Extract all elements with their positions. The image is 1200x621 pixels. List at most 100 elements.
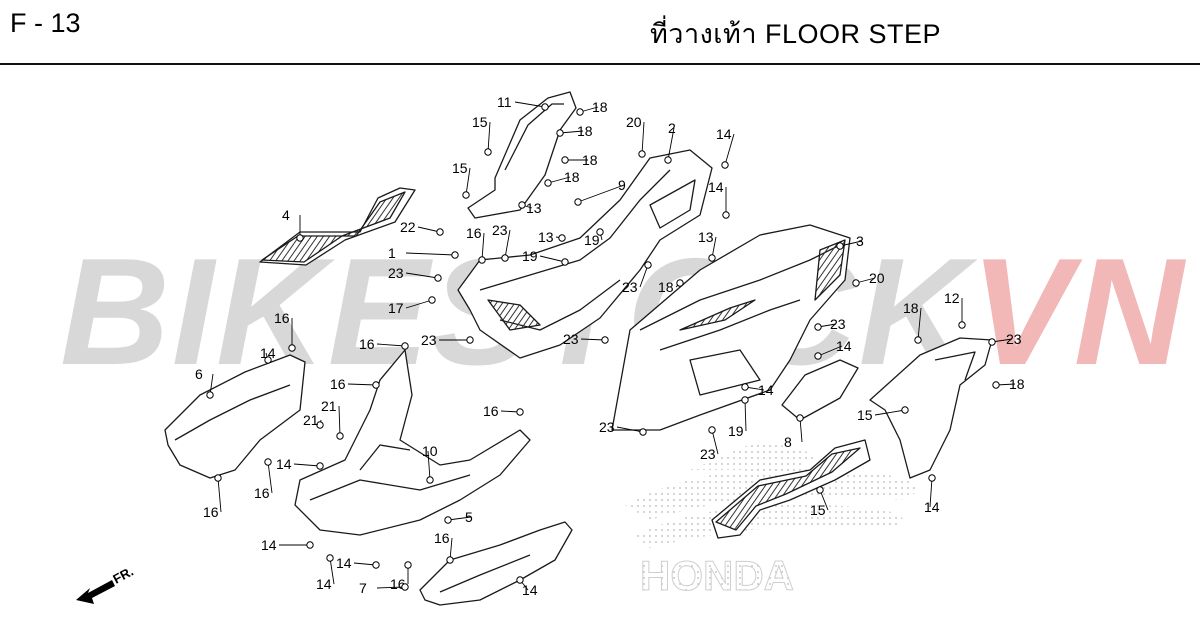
callout-21: 21: [321, 398, 344, 440]
fastener-icon: [638, 150, 646, 158]
fastener-icon: [288, 344, 296, 352]
part-2-center-frame: [457, 149, 713, 359]
fastener-icon: [814, 323, 822, 331]
part-4-floor-mat-left: [259, 187, 416, 266]
callout-12: 12: [944, 290, 966, 329]
callout-16: 16: [274, 310, 296, 352]
callout-18: 18: [544, 169, 580, 187]
callout-leader-line: [347, 383, 377, 386]
callout-number: 22: [400, 219, 416, 235]
fastener-icon: [816, 486, 824, 494]
page-title: ที่วางเท้า FLOOR STEP: [650, 19, 942, 49]
callout-leader-line: [427, 450, 431, 481]
callout-number: 19: [728, 423, 744, 439]
callout-leader-line: [417, 226, 441, 233]
callout-7: 7: [359, 580, 409, 596]
callout-23: 23: [814, 316, 846, 332]
callout-17: 17: [388, 296, 436, 316]
callout-21: 21: [303, 412, 324, 429]
callout-leader-line: [405, 252, 456, 256]
callout-23: 23: [700, 426, 719, 462]
callout-number: 16: [203, 504, 219, 520]
fastener-icon: [501, 254, 509, 262]
callout-18: 18: [576, 99, 608, 116]
part-12-rear-cover: [869, 337, 993, 479]
fastener-icon: [544, 179, 552, 187]
callout-number: 14: [261, 537, 277, 553]
callout-number: 18: [564, 169, 580, 185]
callout-leader-line: [267, 461, 273, 494]
part-7-lower-cover-right: [419, 521, 573, 606]
fastener-icon: [516, 408, 524, 416]
fastener-icon: [561, 156, 569, 164]
callout-14: 14: [924, 474, 940, 515]
part-11-side-cover: [467, 91, 577, 219]
fastener-icon: [741, 383, 749, 391]
callout-number: 23: [1006, 331, 1022, 347]
callout-16: 16: [359, 336, 409, 352]
fastener-icon: [401, 342, 409, 350]
fastener-icon: [708, 426, 716, 434]
callout-number: 9: [618, 177, 626, 193]
callout-number: 20: [626, 114, 642, 130]
callout-number: 3: [856, 233, 864, 249]
callout-11: 11: [497, 94, 549, 111]
callout-leader-line: [376, 586, 406, 589]
callout-leader-line: [329, 557, 335, 585]
fastener-icon: [928, 474, 936, 482]
callout-number: 15: [472, 114, 488, 130]
callout-14: 14: [260, 345, 276, 364]
fastener-icon: [639, 428, 647, 436]
callout-15: 15: [472, 114, 492, 156]
callout-number: 12: [944, 290, 960, 306]
callout-16: 16: [434, 530, 454, 564]
fastener-icon: [721, 161, 729, 169]
callout-14: 14: [261, 537, 314, 553]
callout-number: 14: [522, 582, 538, 598]
fastener-icon: [574, 198, 582, 206]
fastener-icon: [436, 228, 444, 236]
fastener-icon: [484, 148, 492, 156]
callout-16: 16: [483, 403, 524, 419]
callout-number: 15: [857, 407, 873, 423]
callout-16: 16: [203, 474, 222, 520]
callout-18: 18: [992, 376, 1025, 392]
callout-number: 8: [784, 434, 792, 450]
callout-number: 23: [388, 265, 404, 281]
callout-23: 23: [988, 331, 1022, 347]
watermark-accent: VN: [970, 227, 1186, 397]
fastener-icon: [451, 251, 459, 259]
callout-number: 14: [336, 555, 352, 571]
callout-number: 23: [830, 316, 846, 332]
fastener-icon: [206, 391, 214, 399]
callout-number: 15: [810, 502, 826, 518]
callout-number: 16: [359, 336, 375, 352]
callout-leader-line: [799, 417, 803, 443]
callout-number: 16: [274, 310, 290, 326]
callout-number: 14: [836, 338, 852, 354]
callout-18: 18: [561, 152, 598, 168]
callout-6: 6: [195, 366, 214, 399]
fastener-icon: [992, 381, 1000, 389]
callout-leader-line: [487, 121, 491, 153]
fastener-icon: [836, 242, 844, 250]
callout-leader-line: [577, 184, 625, 203]
callout-14: 14: [336, 555, 380, 571]
callout-number: 14: [758, 382, 774, 398]
callout-number: 14: [316, 576, 332, 592]
callout-leader-line: [465, 167, 471, 196]
callout-19: 19: [584, 228, 604, 248]
callout-23: 23: [388, 265, 442, 282]
callout-number: 23: [563, 331, 579, 347]
callout-number: 23: [700, 446, 716, 462]
callout-9: 9: [574, 177, 626, 206]
callout-number: 10: [422, 443, 438, 459]
callout-number: 23: [622, 279, 638, 295]
header-divider: [0, 63, 1200, 65]
fastener-icon: [814, 352, 822, 360]
callout-number: 16: [483, 403, 499, 419]
fastener-icon: [558, 234, 566, 242]
callout-18: 18: [658, 279, 684, 295]
front-direction-label: FR.: [110, 564, 136, 587]
